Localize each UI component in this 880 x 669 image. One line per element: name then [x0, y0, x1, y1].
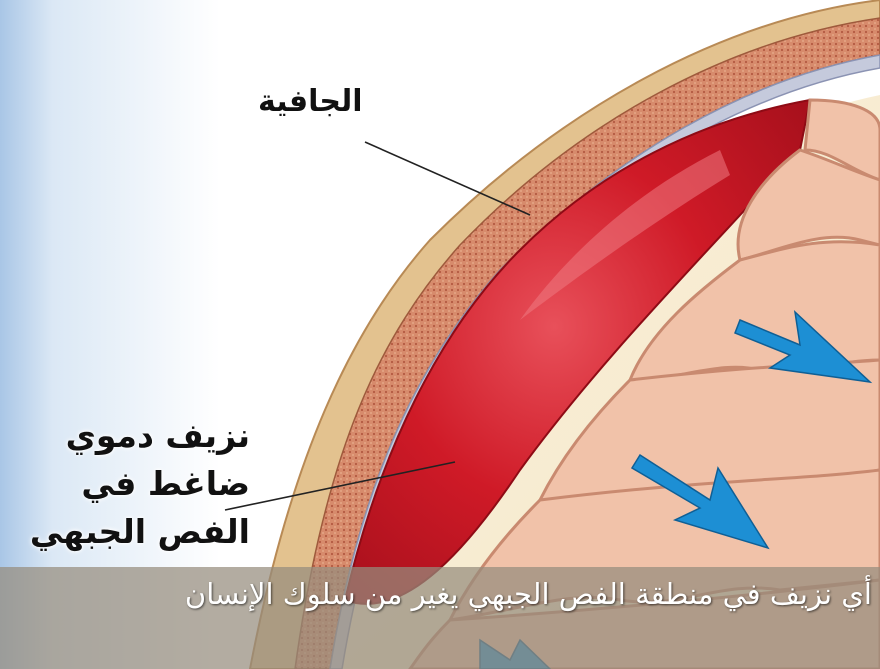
hemorrhage-label-line-2: ضاغط في	[10, 460, 250, 508]
caption-text: أي نزيف في منطقة الفص الجبهي يغير من سلو…	[185, 577, 872, 611]
hemorrhage-label-line-3: الفص الجبهي	[10, 508, 250, 556]
hemorrhage-label-line-1: نزيف دموي	[10, 412, 250, 460]
dura-label: الجافية	[258, 84, 363, 119]
hemorrhage-label: نزيف دموي ضاغط في الفص الجبهي	[10, 412, 250, 556]
